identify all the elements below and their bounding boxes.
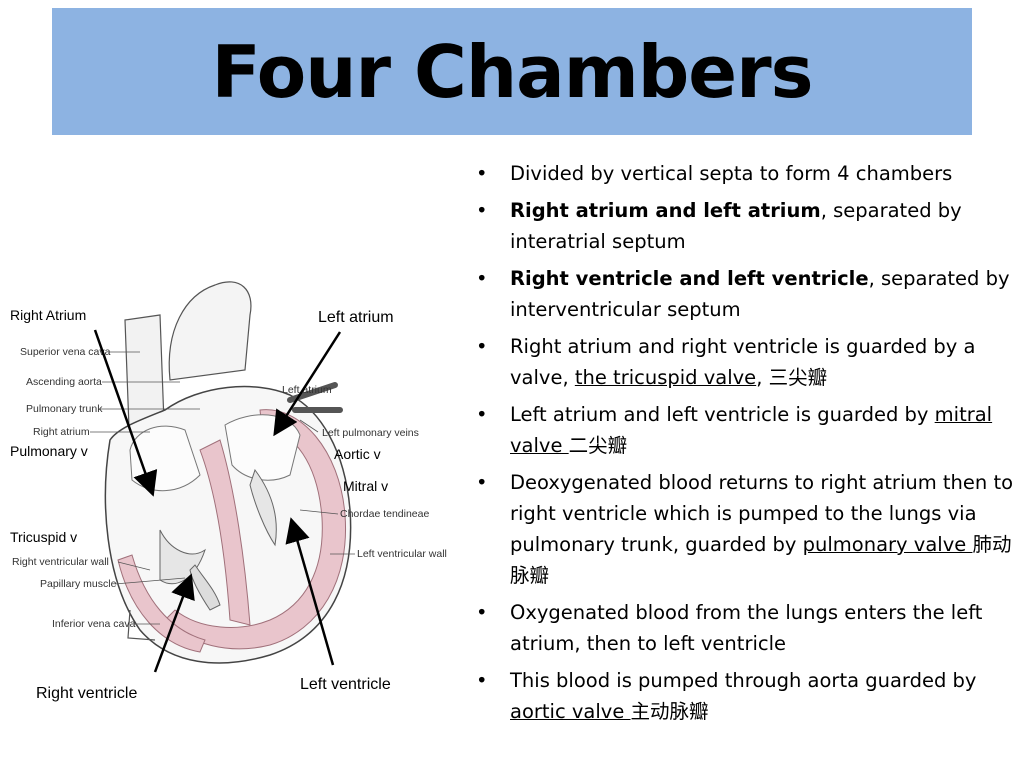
callout-right-atrium: Right Atrium (10, 307, 86, 323)
label-left-ventricular-wall: Left ventricular wall (357, 548, 447, 560)
heart-diagram: Superior vena cava Ascending aorta Pulmo… (10, 281, 447, 702)
label-papillary-muscle: Papillary muscle (40, 578, 117, 590)
arrow-left-ventricle (285, 517, 335, 666)
label-left-pulmonary-veins: Left pulmonary veins (322, 427, 419, 439)
slide-title: Four Chambers (211, 29, 813, 114)
bullet-item: Deoxygenated blood returns to right atri… (476, 467, 1016, 591)
title-banner: Four Chambers (52, 8, 972, 135)
bullet-item: Right ventricle and left ventricle, sepa… (476, 263, 1016, 325)
label-right-atrium-small: Right atrium (33, 426, 90, 438)
pulmonary-valve-link[interactable]: pulmonary valve (802, 533, 973, 556)
aortic-valve-link[interactable]: aortic valve (510, 700, 631, 723)
bullet-item: Right atrium and left atrium, separated … (476, 195, 1016, 257)
bullet-item: Oxygenated blood from the lungs enters t… (476, 597, 1016, 659)
callout-tricuspid-v: Tricuspid v (10, 529, 77, 545)
callout-right-ventricle: Right ventricle (36, 685, 137, 702)
bullet-list: Divided by vertical septa to form 4 cham… (476, 158, 1016, 733)
callout-aortic-v: Aortic v (334, 446, 381, 462)
callout-pulmonary-v: Pulmonary v (10, 443, 88, 459)
bullet-item: Right atrium and right ventricle is guar… (476, 331, 1016, 393)
tricuspid-valve-link[interactable]: the tricuspid valve (574, 366, 757, 389)
label-superior-vena-cava: Superior vena cava (20, 346, 111, 358)
bullet-item: Left atrium and left ventricle is guarde… (476, 399, 1016, 461)
callout-left-atrium: Left atrium (318, 309, 394, 326)
mitral-valve-link[interactable]: mitral valve (510, 403, 993, 457)
arrow-left-atrium (273, 331, 342, 437)
callout-mitral-v: Mitral v (343, 478, 388, 494)
bullet-item: Divided by vertical septa to form 4 cham… (476, 158, 1016, 189)
label-chordae-tendineae: Chordae tendineae (340, 508, 429, 520)
label-pulmonary-trunk: Pulmonary trunk (26, 403, 103, 415)
heart-illustration (104, 281, 352, 664)
label-ascending-aorta: Ascending aorta (26, 376, 102, 388)
arrow-right-ventricle (153, 573, 195, 673)
bullet-item: This blood is pumped through aorta guard… (476, 665, 1016, 727)
callout-left-ventricle: Left ventricle (300, 676, 391, 693)
arrow-right-atrium (93, 329, 158, 497)
label-inferior-vena-cava: Inferior vena cava (52, 618, 136, 630)
label-left-atrium-small: Left atrium (282, 384, 332, 396)
label-right-ventricular-wall: Right ventricular wall (12, 556, 109, 568)
